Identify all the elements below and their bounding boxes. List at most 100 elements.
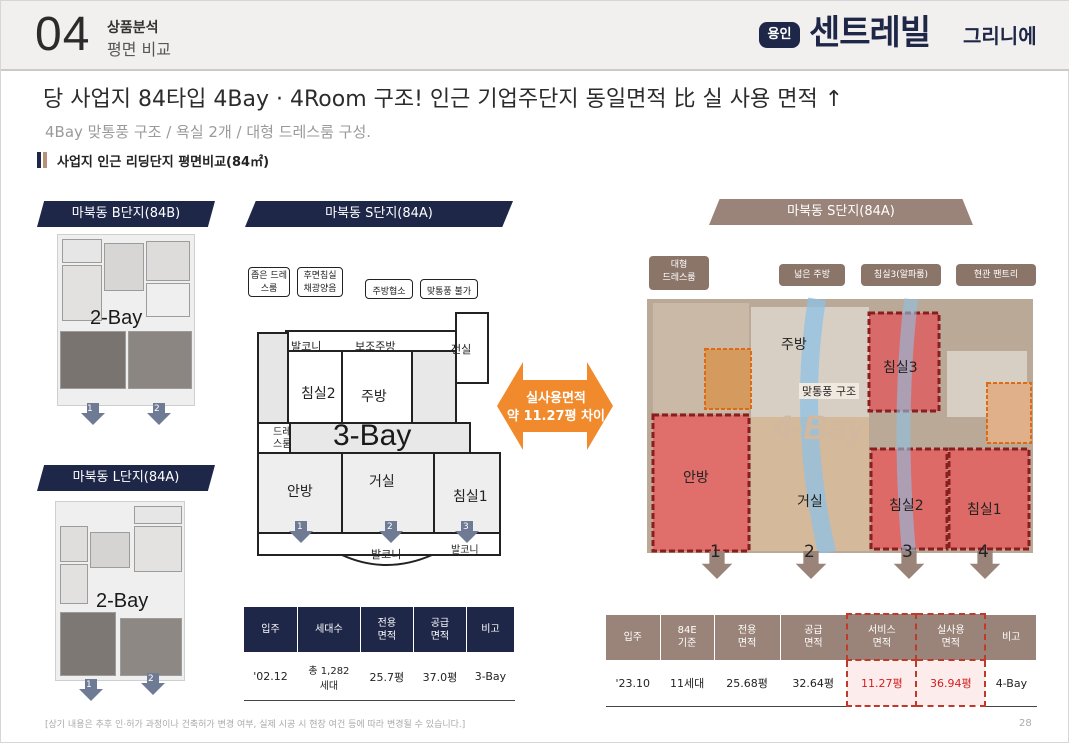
s-complex-floorplan (257, 312, 501, 566)
tag-large-dress: 대형 드레스룸 (649, 256, 709, 290)
l-room (90, 532, 130, 568)
l-living (60, 612, 116, 676)
site-arrow-3-label: 3 (902, 542, 913, 562)
diff-value: 약 11.27평 차이 (506, 409, 605, 424)
footnote: [상기 내용은 추후 인·허가 과정이나 건축허가 변경 여부, 실제 시공 시… (45, 720, 466, 730)
l-room (60, 526, 88, 562)
section-subtitle: 평면 비교 (107, 40, 171, 59)
table-cell-highlight: 36.94평 (915, 660, 987, 707)
section-category: 상품분석 (107, 20, 159, 36)
table-cell: 4-Bay (985, 660, 1037, 707)
s-kitchen: 주방 (361, 389, 387, 405)
site-arrow-4-icon (969, 551, 1001, 579)
table-header: 공급 면적 (779, 613, 848, 661)
s-arrow-3-icon (455, 521, 479, 543)
table-cell: 25.7평 (360, 652, 414, 701)
b-master (128, 331, 192, 389)
l-master (120, 618, 182, 676)
l-room (134, 526, 182, 572)
table-header: 서비스 면적 (846, 613, 918, 661)
l-bay-label: 2-Bay (96, 590, 149, 612)
table-cell: 32.64평 (780, 660, 848, 707)
table-header: 전용 면적 (713, 613, 781, 661)
table-header: 입주 (605, 613, 661, 661)
s-living: 거실 (369, 474, 395, 490)
site-bed1: 침실1 (967, 502, 1002, 518)
table-cell: '23.10 (605, 660, 661, 707)
l-arrow-1-icon (79, 679, 103, 701)
l-arrow-2-icon (141, 673, 165, 695)
s-bed2: 침실2 (301, 386, 336, 402)
s-bed1: 침실1 (453, 489, 488, 505)
s-balcony-top: 발코니 (291, 340, 322, 353)
s-storage: 전실 (451, 343, 472, 356)
s-utility: 보조주방 (355, 340, 396, 353)
diff-title: 실사용면적 (526, 391, 586, 406)
s-arrow-2-icon (379, 521, 403, 543)
table-header: 실사용 면적 (915, 613, 987, 661)
table-row: '02.12 총 1,282 세대 25.7평 37.0평 3-Bay (243, 652, 515, 701)
table-cell: 25.68평 (714, 660, 780, 707)
page-number: 28 (1019, 718, 1032, 729)
section-marker-navy (37, 152, 41, 168)
brand-sub: 그리니에 (963, 24, 1037, 48)
b-arrow-2-icon (147, 403, 171, 425)
header: 04 상품분석 평면 비교 용인 센트레빌 그리니에 (1, 1, 1069, 71)
b-arrow-1-icon (81, 403, 105, 425)
b-room (146, 283, 190, 317)
l-room (60, 564, 88, 604)
callout-no-cross-vent: 맞통풍 불가 (420, 279, 478, 299)
b-bay-label: 2-Bay (90, 307, 143, 329)
s-arrow-2-label: 2 (387, 522, 393, 532)
site-arrow-2-icon (795, 551, 827, 579)
table-header: 세대수 (297, 606, 361, 653)
b-arrow-1-label: 1 (87, 404, 93, 414)
b-room (62, 265, 102, 321)
s-complex-spec-table: 입주 세대수 전용 면적 공급 면적 비고 '02.12 총 1,282 세대 … (243, 606, 516, 701)
table-cell: 37.0평 (413, 652, 467, 701)
s-balcony-bottom: 발코니 (371, 548, 402, 561)
table-header: 84E 기준 (659, 613, 715, 661)
l-complex-title: 마북동 L단지(84A) (37, 465, 215, 491)
site-arrow-2-label: 2 (804, 542, 815, 562)
site-bay-label: 4-Bay (773, 409, 866, 447)
tag-wide-kitchen: 넓은 주방 (779, 264, 845, 286)
table-cell: 3-Bay (466, 652, 515, 701)
table-header: 비고 (984, 613, 1038, 661)
site-master: 안방 (683, 470, 709, 486)
l-arrow-1-label: 1 (86, 680, 92, 690)
site-bed2: 침실2 (889, 498, 924, 514)
table-header: 공급 면적 (412, 606, 467, 653)
site-title: 마북동 S단지(84A) (709, 199, 973, 225)
callout-small-kitchen: 주방협소 (365, 279, 413, 299)
table-cell: 11세대 (660, 660, 715, 707)
s-arrow-1-icon (289, 521, 313, 543)
s-master: 안방 (287, 484, 313, 500)
table-header: 전용 면적 (359, 606, 414, 653)
site-bed3: 침실3 (883, 360, 918, 376)
b-room (104, 243, 144, 291)
table-cell: '02.12 (243, 652, 298, 701)
page-subline: 4Bay 맞통풍 구조 / 욕실 2개 / 대형 드레스룸 구성. (45, 123, 372, 141)
section-label: 사업지 인근 리딩단지 평면비교(84㎡) (57, 155, 270, 170)
b-living (60, 331, 126, 389)
brand-name: 센트레빌 (809, 13, 931, 53)
double-arrow-icon (497, 362, 613, 450)
table-header: 입주 (243, 606, 298, 653)
site-living: 거실 (797, 494, 823, 510)
site-cross-vent: 맞통풍 구조 (799, 383, 860, 399)
tag-pantry: 현관 팬트리 (956, 264, 1036, 286)
l-complex-plan: 2-Bay (55, 501, 185, 681)
s-complex-title: 마북동 S단지(84A) (245, 201, 513, 227)
b-room (146, 241, 190, 281)
brand-badge: 용인 (759, 22, 800, 48)
callout-narrow-dress: 좁은 드레스룸 (248, 267, 290, 297)
page-headline: 당 사업지 84타입 4Bay · 4Room 구조! 인근 기업주단지 동일면… (43, 87, 844, 112)
site-arrow-4-label: 4 (978, 542, 989, 562)
l-arrow-2-label: 2 (148, 674, 154, 684)
site-arrow-1-icon (701, 551, 733, 579)
tag-alpha-room: 침실3(알파룸) (861, 264, 941, 286)
s-dress: 드레 스룸 (273, 427, 292, 450)
s-bay-label: 3-Bay (333, 419, 412, 452)
